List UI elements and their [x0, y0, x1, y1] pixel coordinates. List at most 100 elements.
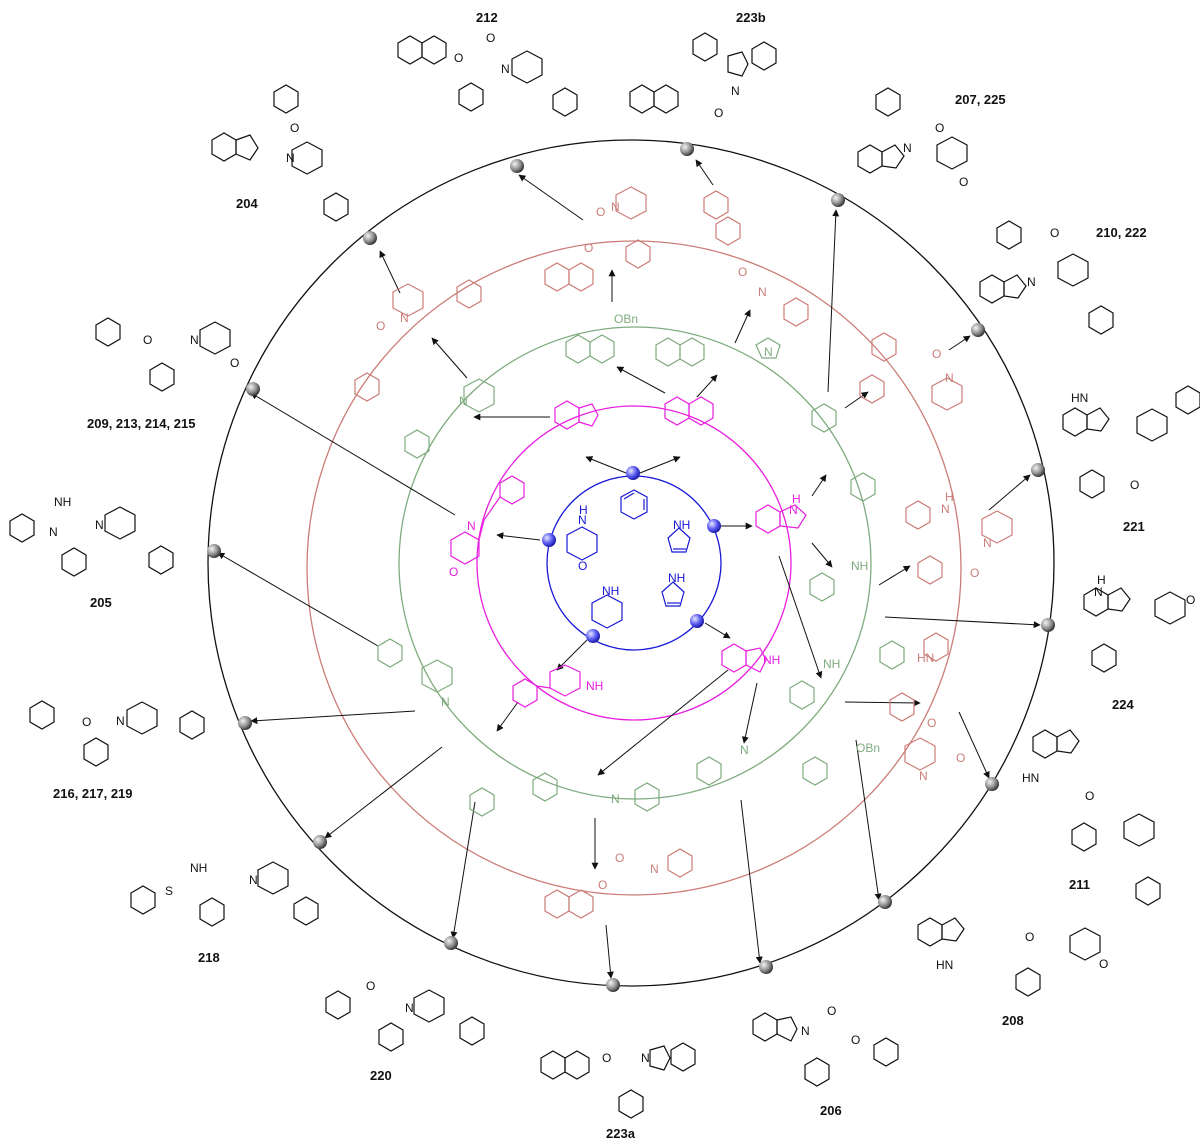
atom-h: H [792, 492, 801, 506]
svg-text:O: O [602, 1051, 611, 1065]
svg-text:N: N [1027, 275, 1036, 289]
atom-o: O [596, 205, 605, 219]
atom-n: N [611, 792, 620, 806]
node-205 [207, 544, 221, 558]
svg-text:HN: HN [1071, 391, 1088, 405]
product-structures [9, 32, 1200, 1119]
compound-label: 205 [90, 595, 112, 610]
pyrrole-icon [667, 527, 691, 553]
compound-labels: 212 223b 207, 225 210, 222 221 224 211 2… [53, 10, 1147, 1141]
svg-text:O: O [827, 1004, 836, 1018]
atom-nh: NH [668, 571, 685, 585]
atom-n: N [578, 513, 587, 527]
svg-text:O: O [366, 979, 375, 993]
svg-text:N: N [49, 525, 58, 539]
node-221 [1031, 463, 1045, 477]
atom-n: N [764, 345, 773, 359]
compound-label: 206 [820, 1103, 842, 1118]
svg-text:N: N [1094, 585, 1103, 599]
atom-o: O [598, 878, 607, 892]
svg-text:HN: HN [1022, 771, 1039, 785]
svg-text:O: O [714, 106, 723, 120]
atom-nh: NH [602, 584, 619, 598]
svg-text:N: N [286, 151, 295, 165]
svg-text:O: O [486, 31, 495, 45]
compound-label: 210, 222 [1096, 225, 1147, 240]
benzene-icon [620, 489, 648, 520]
node-204 [363, 231, 377, 245]
atom-nh: NH [851, 559, 868, 573]
node-208 [878, 895, 892, 909]
atom-h: H [579, 503, 588, 517]
compound-label: 223a [606, 1126, 636, 1139]
atom-n: N [983, 536, 992, 550]
svg-text:N: N [405, 1001, 414, 1015]
compound-label: 209, 213, 214, 215 [87, 416, 195, 431]
svg-text:N: N [249, 873, 258, 887]
compound-label: 218 [198, 950, 220, 965]
svg-text:O: O [454, 51, 463, 65]
svg-text:S: S [165, 884, 173, 898]
core-fragments [566, 489, 691, 629]
ring-3 [306, 240, 962, 896]
atom-n: N [459, 394, 468, 408]
atom-n: N [919, 769, 928, 783]
compound-label: 224 [1112, 697, 1134, 712]
atom-n: N [758, 285, 767, 299]
rings [207, 139, 1055, 987]
atom-hn: HN [917, 651, 934, 665]
atom-o: O [449, 565, 458, 579]
node-207-225 [831, 193, 845, 207]
node-212 [510, 159, 524, 173]
node-218 [313, 835, 327, 849]
svg-text:NH: NH [54, 495, 71, 509]
svg-text:O: O [230, 356, 239, 370]
arrows [217, 159, 1041, 979]
svg-text:O: O [1025, 930, 1034, 944]
phenylpiperidine-icon [512, 678, 538, 708]
outer-ring [207, 139, 1055, 987]
svg-text:N: N [801, 1024, 810, 1038]
pyrroline-icon [661, 581, 685, 607]
svg-text:N: N [116, 714, 125, 728]
node-210-222 [971, 323, 985, 337]
ring2-atoms: OBn OBn N N NH NH N N N [441, 312, 880, 806]
svg-text:NH: NH [190, 861, 207, 875]
svg-text:O: O [1099, 957, 1108, 971]
atom-n: N [441, 695, 450, 709]
compound-label: 207, 225 [955, 92, 1006, 107]
atom-nh: NH [673, 518, 690, 532]
svg-text:O: O [851, 1033, 860, 1047]
svg-text:O: O [935, 121, 944, 135]
svg-text:O: O [82, 715, 91, 729]
atom-n: N [740, 743, 749, 757]
compound-label: 216, 217, 219 [53, 786, 133, 801]
atom-h: H [945, 490, 954, 504]
ring3-atoms: O N O N O O N O N H N O N HN O O N O O N [376, 200, 992, 892]
svg-text:O: O [1186, 593, 1195, 607]
compound-label: 204 [236, 196, 258, 211]
atom-o: O [615, 851, 624, 865]
compound-label: 220 [370, 1068, 392, 1083]
atom-o: O [738, 265, 747, 279]
morpholine-icon [450, 531, 480, 565]
svg-text:O: O [1050, 226, 1059, 240]
compound-label: 211 [1069, 877, 1090, 892]
atom-o: O [376, 319, 385, 333]
atom-o: O [970, 566, 979, 580]
compound-label: 208 [1002, 1013, 1024, 1028]
compound-label: 212 [476, 10, 498, 25]
outer-nodes [207, 142, 1055, 992]
ring-2 [398, 326, 872, 800]
compound-label: 223b [736, 10, 766, 25]
node-216 [238, 716, 252, 730]
atom-o: O [932, 347, 941, 361]
svg-text:O: O [959, 175, 968, 189]
substituent-obn: OBn [856, 741, 880, 755]
ring1-atoms: H N O N NH NH [449, 492, 801, 693]
indole-icon [755, 504, 781, 534]
ring3-fragments [354, 186, 1013, 919]
substituent-obn: OBn [614, 312, 638, 326]
node-220 [444, 936, 458, 950]
atom-n: N [400, 311, 409, 325]
